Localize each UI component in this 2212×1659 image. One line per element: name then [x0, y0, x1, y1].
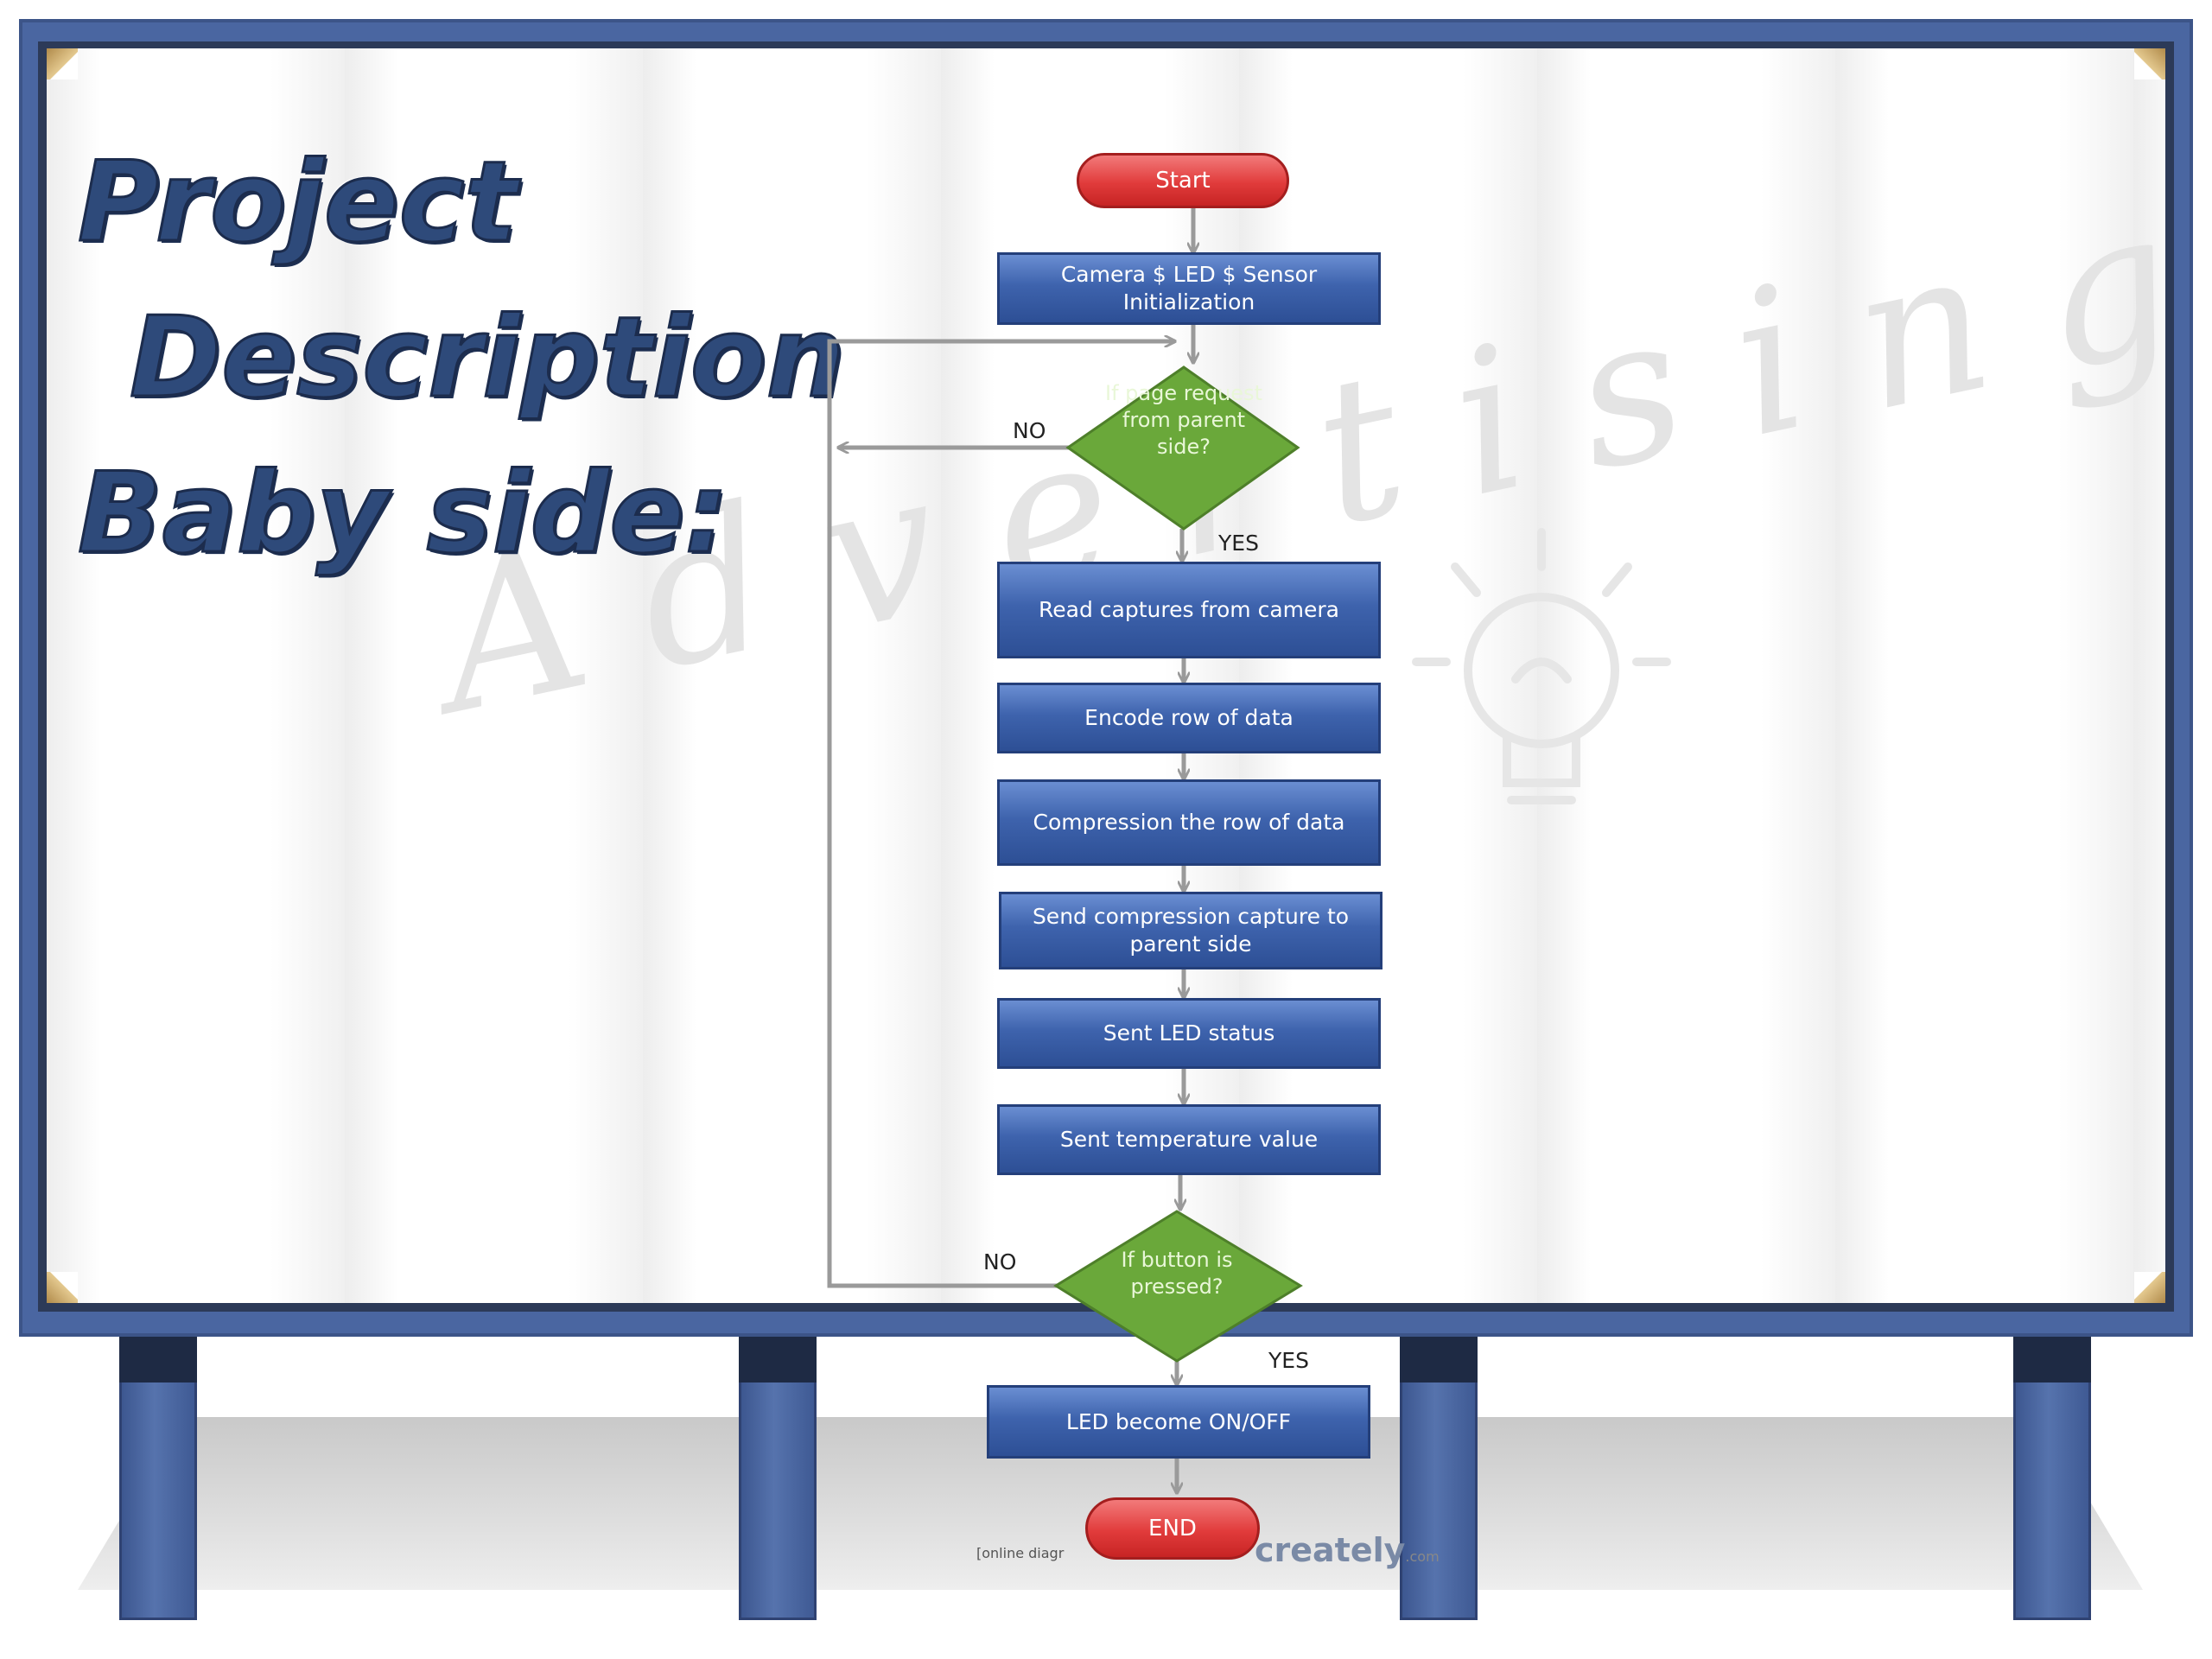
decision1-label: If page request from parent side?: [1105, 381, 1262, 459]
lightbulb-icon: [1412, 528, 1671, 804]
decision1-no-label: NO: [1013, 418, 1046, 443]
title-project: Project: [77, 137, 519, 269]
encode-step: Encode row of data: [997, 683, 1381, 753]
poster-panel: [345, 48, 643, 1303]
init-step: Camera $ LED $ Sensor Initialization: [997, 252, 1381, 325]
decision2-label: If button is pressed?: [1121, 1248, 1233, 1299]
title-baby-side: Baby side:: [76, 448, 729, 580]
send-capture-step: Send compression capture to parent side: [999, 892, 1382, 969]
poster-panel: [2133, 48, 2165, 1303]
creately-brand: creately.com: [1255, 1531, 1440, 1569]
decision1-diamond: [1065, 365, 1300, 531]
decision2-diamond: [1053, 1210, 1303, 1363]
decision2-no-label: NO: [983, 1249, 1017, 1274]
start-node: Start: [1077, 153, 1289, 208]
poster-panel: [47, 48, 345, 1303]
creately-brand-suffix: .com: [1405, 1548, 1440, 1565]
led-status-step: Sent LED status: [997, 998, 1381, 1069]
end-node: END: [1085, 1497, 1260, 1560]
compression-step: Compression the row of data: [997, 779, 1381, 866]
poster-panel: [1835, 48, 2133, 1303]
temperature-step: Sent temperature value: [997, 1104, 1381, 1175]
connector-decision2-no-loop: [827, 341, 1175, 1288]
led-toggle-step: LED become ON/OFF: [987, 1385, 1370, 1459]
decision1-yes-label: YES: [1218, 531, 1259, 556]
creately-brand-name: creately: [1255, 1531, 1406, 1569]
title-description: Description: [129, 293, 847, 424]
poster-panel: [643, 48, 941, 1303]
poster-panel: [1537, 48, 1835, 1303]
read-captures-step: Read captures from camera: [997, 562, 1381, 658]
corner-tape: [47, 48, 78, 79]
decision2-yes-label: YES: [1268, 1348, 1309, 1373]
online-diagram-credit: [online diagr: [976, 1545, 1065, 1561]
